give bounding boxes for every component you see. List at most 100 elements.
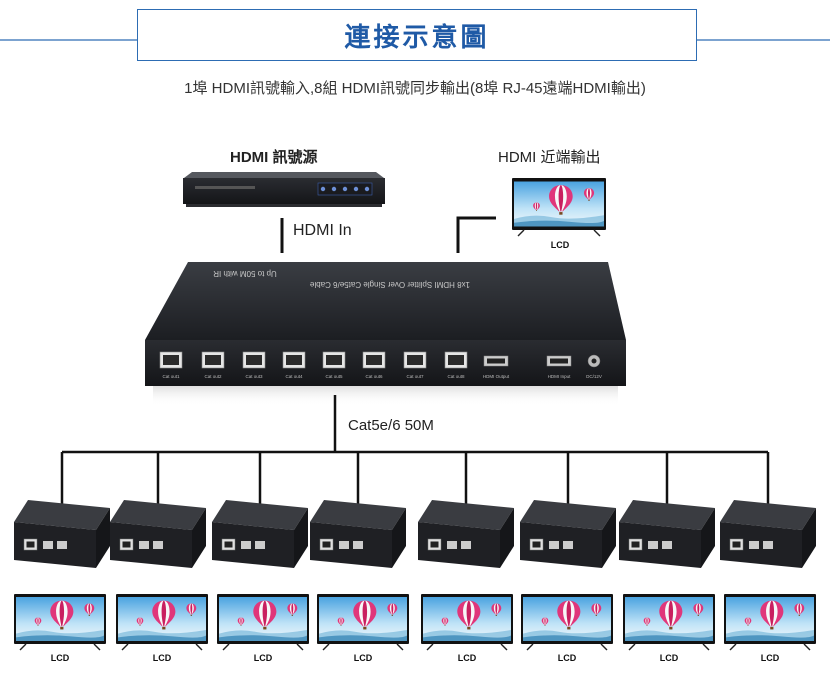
receiver-rj45-hole-1 bbox=[26, 541, 35, 548]
receiver-front-3 bbox=[212, 522, 294, 568]
receiver-rj45-hole-6 bbox=[532, 541, 541, 548]
receiver-top-5 bbox=[418, 500, 514, 530]
rj45-port-hole-3 bbox=[246, 355, 262, 365]
lcd-label-6: LCD bbox=[557, 653, 577, 663]
receiver-rj45-hole-4 bbox=[322, 541, 331, 548]
receiver-side-1 bbox=[96, 508, 110, 568]
remote-lcd-6-screen bbox=[523, 597, 611, 641]
splitter-front bbox=[145, 340, 626, 386]
receiver-front-6 bbox=[520, 522, 602, 568]
receiver-top-6 bbox=[520, 500, 616, 530]
receiver-ir-5 bbox=[461, 541, 471, 549]
remote-lcd-4 bbox=[317, 594, 409, 651]
splitter-top-text-1: 1x8 HDMI Splitter Over Single Cat5e/6 Ca… bbox=[309, 280, 470, 289]
receiver-ir-3 bbox=[255, 541, 265, 549]
receiver-side-8 bbox=[802, 508, 816, 568]
remote-lcd-6-leg-left bbox=[526, 643, 534, 651]
player-button bbox=[342, 186, 348, 192]
receiver-side-3 bbox=[294, 508, 308, 568]
rj45-port-hole-4 bbox=[286, 355, 302, 365]
lcd-label-4: LCD bbox=[353, 653, 373, 663]
port-label-1: Cat out1 bbox=[162, 374, 180, 379]
hdmi-in-label: HDMI In bbox=[293, 222, 352, 239]
hdmi-out-cable bbox=[456, 216, 496, 253]
remote-lcd-3-leg-right bbox=[296, 643, 304, 651]
player-button bbox=[353, 186, 359, 192]
receiver-side-5 bbox=[500, 508, 514, 568]
receiver-front-4 bbox=[310, 522, 392, 568]
remote-lcd-4-screen bbox=[319, 597, 407, 641]
receiver-hdmi-6 bbox=[549, 541, 559, 549]
remote-lcd-7-leg-right bbox=[702, 643, 710, 651]
port-label-6: Cat out6 bbox=[365, 374, 383, 379]
player-base bbox=[186, 204, 382, 207]
receiver-top-7 bbox=[619, 500, 715, 530]
remote-lcd-7-leg-left bbox=[628, 643, 636, 651]
hdmi-receiver-1 bbox=[14, 500, 110, 568]
remote-lcd-2-leg-left bbox=[121, 643, 129, 651]
player-button bbox=[331, 186, 337, 192]
receiver-side-2 bbox=[192, 508, 206, 568]
hdmi-source-player bbox=[183, 172, 385, 207]
hdmi-input-port-hole bbox=[550, 358, 568, 364]
receiver-rj45-hole-2 bbox=[122, 541, 131, 548]
remote-lcd-3-screen bbox=[219, 597, 307, 641]
port-label-5: Cat out5 bbox=[325, 374, 343, 379]
lcd-label-2: LCD bbox=[152, 653, 172, 663]
rj45-port-hole-5 bbox=[326, 355, 342, 365]
hdmi-receiver-8 bbox=[720, 500, 816, 568]
receiver-front-7 bbox=[619, 522, 701, 568]
receiver-rj45-hole-3 bbox=[224, 541, 233, 548]
lcd-label-7: LCD bbox=[659, 653, 679, 663]
remote-lcd-5 bbox=[421, 594, 513, 651]
rj45-port-hole-7 bbox=[407, 355, 423, 365]
rj45-port-hole-2 bbox=[205, 355, 221, 365]
port-label-7: Cat out7 bbox=[406, 374, 424, 379]
local-output-label: HDMI 近端輸出 bbox=[498, 149, 601, 166]
receiver-front-8 bbox=[720, 522, 802, 568]
receiver-side-6 bbox=[602, 508, 616, 568]
hdmi-receiver-7 bbox=[619, 500, 715, 568]
remote-lcd-7-screen bbox=[625, 597, 713, 641]
remote-lcd-5-leg-left bbox=[426, 643, 434, 651]
remote-lcd-5-leg-right bbox=[500, 643, 508, 651]
port-label-hdmi-output: HDMI Output bbox=[483, 374, 510, 379]
remote-lcd-4-leg-left bbox=[322, 643, 330, 651]
receiver-hdmi-5 bbox=[447, 541, 457, 549]
receiver-hdmi-3 bbox=[241, 541, 251, 549]
receiver-ir-4 bbox=[353, 541, 363, 549]
receiver-side-4 bbox=[392, 508, 406, 568]
splitter-reflection bbox=[153, 386, 618, 406]
remote-lcd-6-leg-right bbox=[600, 643, 608, 651]
hdmi-receiver-4 bbox=[310, 500, 406, 568]
local-output-tv-leg-right bbox=[593, 229, 601, 237]
receiver-front-2 bbox=[110, 522, 192, 568]
remote-lcd-2-leg-right bbox=[195, 643, 203, 651]
receiver-side-7 bbox=[701, 508, 715, 568]
receiver-ir-8 bbox=[763, 541, 773, 549]
port-label-dc: DC/12V bbox=[586, 374, 602, 379]
remote-lcd-2-screen bbox=[118, 597, 206, 641]
cable-label: Cat5e/6 50M bbox=[348, 417, 434, 434]
receiver-top-1 bbox=[14, 500, 110, 530]
receiver-top-4 bbox=[310, 500, 406, 530]
receiver-hdmi-4 bbox=[339, 541, 349, 549]
remote-lcd-5-screen bbox=[423, 597, 511, 641]
remote-lcd-4-leg-right bbox=[396, 643, 404, 651]
hdmi-receiver-6 bbox=[520, 500, 616, 568]
port-label-8: Cat out8 bbox=[447, 374, 465, 379]
remote-lcd-8 bbox=[724, 594, 816, 651]
receiver-hdmi-2 bbox=[139, 541, 149, 549]
lcd-label-3: LCD bbox=[253, 653, 273, 663]
receiver-rj45-hole-8 bbox=[732, 541, 741, 548]
lcd-label-8: LCD bbox=[760, 653, 780, 663]
lcd-label-local: LCD bbox=[550, 240, 570, 250]
receiver-rj45-hole-5 bbox=[430, 541, 439, 548]
local-output-tv-screen bbox=[514, 182, 604, 227]
remote-lcd-7 bbox=[623, 594, 715, 651]
rj45-port-hole-1 bbox=[163, 355, 179, 365]
dc-port-hole bbox=[591, 358, 597, 364]
port-label-3: Cat out3 bbox=[245, 374, 263, 379]
